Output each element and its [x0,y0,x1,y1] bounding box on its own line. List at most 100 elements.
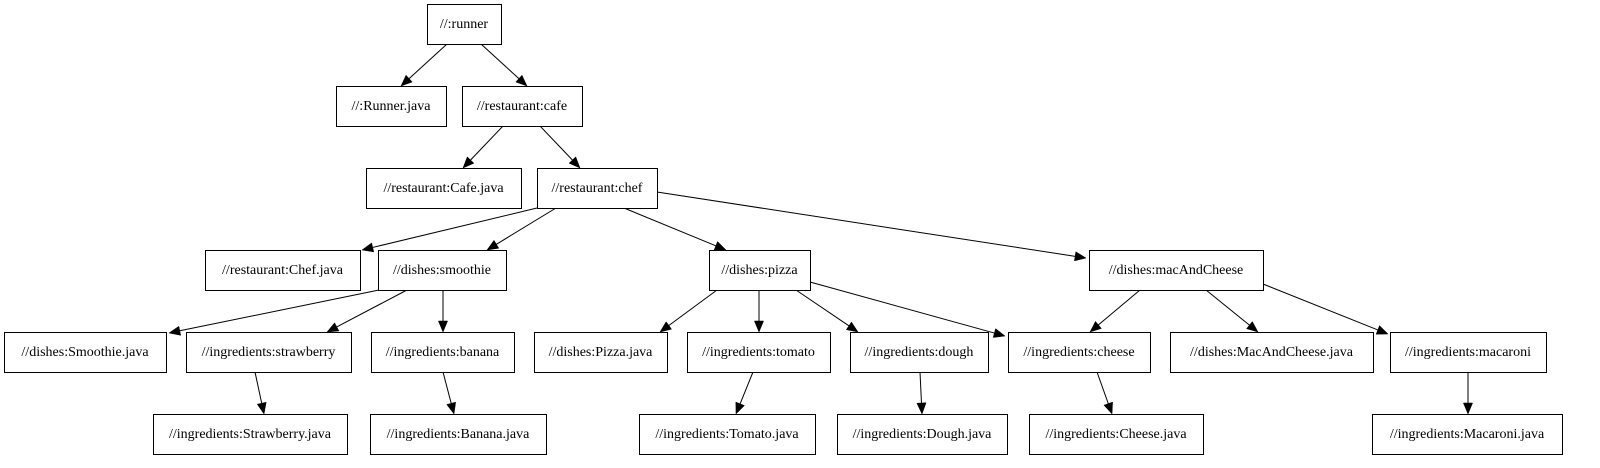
edge-line [179,289,380,332]
edge-arrowhead-icon [1463,402,1473,415]
graph-node[interactable]: //ingredients:macaroni [1390,332,1547,373]
graph-edge [754,290,764,333]
node-label: //restaurant:Cafe.java [383,181,504,196]
edge-line [1205,289,1250,326]
node-box[interactable] [336,86,447,127]
node-label: //ingredients:tomato [702,345,815,360]
node-box[interactable] [837,414,1008,455]
graph-edge [735,371,754,415]
edge-arrowhead-icon [659,321,673,333]
node-label: //restaurant:cafe [477,99,567,114]
edge-arrowhead-icon [446,401,456,415]
graph-node[interactable]: //ingredients:Dough.java [837,414,1008,455]
graph-edge [326,289,408,333]
graph-node[interactable]: //ingredients:Banana.java [370,414,547,455]
edge-line [1096,371,1109,404]
edge-line [254,371,263,404]
graph-node[interactable]: //ingredients:tomato [687,332,831,373]
graph-node[interactable]: //dishes:macAndCheese [1089,250,1264,291]
node-label: //ingredients:banana [386,345,500,360]
edge-line [656,191,1076,257]
edge-line [442,371,452,404]
graph-edge [1096,371,1113,415]
graph-node[interactable]: //restaurant:chef [537,168,658,209]
graph-edge [795,289,859,333]
graph-edge [254,371,267,415]
node-box[interactable] [4,332,167,373]
edge-line [795,289,850,327]
graph-edge [916,371,927,415]
edge-arrowhead-icon [462,156,475,169]
graph-node[interactable]: //ingredients:strawberry [186,332,352,373]
node-box[interactable] [534,332,668,373]
node-box[interactable] [462,86,583,127]
edge-line [480,43,520,79]
graph-node[interactable]: //ingredients:Macaroni.java [1372,414,1563,455]
edge-arrowhead-icon [845,321,859,333]
edge-arrowhead-icon [438,320,448,333]
edge-line [809,281,995,334]
graph-node[interactable]: //:runner [427,4,502,45]
graph-node[interactable]: //ingredients:banana [371,332,515,373]
graph-node[interactable]: //:Runner.java [336,86,447,127]
edge-arrowhead-icon [916,402,927,415]
node-box[interactable] [370,414,547,455]
edge-arrowhead-icon [361,242,375,253]
graph-node[interactable]: //ingredients:cheese [1008,332,1151,373]
node-label: //ingredients:dough [865,345,974,360]
node-box[interactable] [850,332,989,373]
node-box[interactable] [1029,414,1204,455]
graph-edge [656,191,1087,262]
node-label: //restaurant:Chef.java [222,263,344,278]
graph-edge [168,289,380,336]
node-label: //dishes:MacAndCheese.java [1190,345,1354,360]
edge-line [919,371,922,404]
graph-node[interactable]: //ingredients:Strawberry.java [153,414,348,455]
node-box[interactable] [1372,414,1563,455]
graph-edge [438,290,448,333]
edge-arrowhead-icon [568,156,581,169]
node-box[interactable] [687,332,831,373]
graph-node[interactable]: //restaurant:Cafe.java [366,168,522,209]
node-box[interactable] [1008,332,1151,373]
graph-node[interactable]: //ingredients:Cheese.java [1029,414,1204,455]
graph-node[interactable]: //dishes:Smoothie.java [4,332,167,373]
node-box[interactable] [639,414,816,455]
graph-node[interactable]: //ingredients:Tomato.java [639,414,816,455]
node-box[interactable] [186,332,352,373]
node-box[interactable] [537,168,658,209]
graph-node[interactable]: //dishes:MacAndCheese.java [1170,332,1374,373]
edge-line [668,289,718,326]
node-label: //ingredients:Tomato.java [655,427,799,442]
node-box[interactable] [153,414,348,455]
node-box[interactable] [1390,332,1547,373]
node-box[interactable] [366,168,522,209]
node-box[interactable] [709,250,811,291]
graph-node[interactable]: //ingredients:dough [850,332,989,373]
edge-arrowhead-icon [1074,251,1087,262]
graph-node[interactable]: //dishes:pizza [709,250,811,291]
edges-layer [168,43,1473,415]
edge-line [539,125,573,161]
graph-node[interactable]: //dishes:Pizza.java [534,332,668,373]
edge-line [336,289,408,328]
node-box[interactable] [1170,332,1374,373]
edge-line [496,207,557,245]
graph-node[interactable]: //dishes:smoothie [378,250,507,291]
node-box[interactable] [205,250,361,291]
edge-line [408,43,448,79]
node-box[interactable] [371,332,515,373]
node-label: //:Runner.java [352,99,432,114]
graph-edge [442,371,456,415]
node-box[interactable] [378,250,507,291]
graph-edge [1205,289,1259,333]
node-box[interactable] [1089,250,1264,291]
node-box[interactable] [427,4,502,45]
graph-node[interactable]: //restaurant:Chef.java [205,250,361,291]
node-label: //ingredients:strawberry [202,345,336,360]
node-label: //ingredients:Dough.java [853,427,993,442]
graph-node[interactable]: //restaurant:cafe [462,86,583,127]
edge-arrowhead-icon [486,239,500,251]
edge-line [1098,289,1141,326]
edge-arrowhead-icon [1375,325,1389,335]
